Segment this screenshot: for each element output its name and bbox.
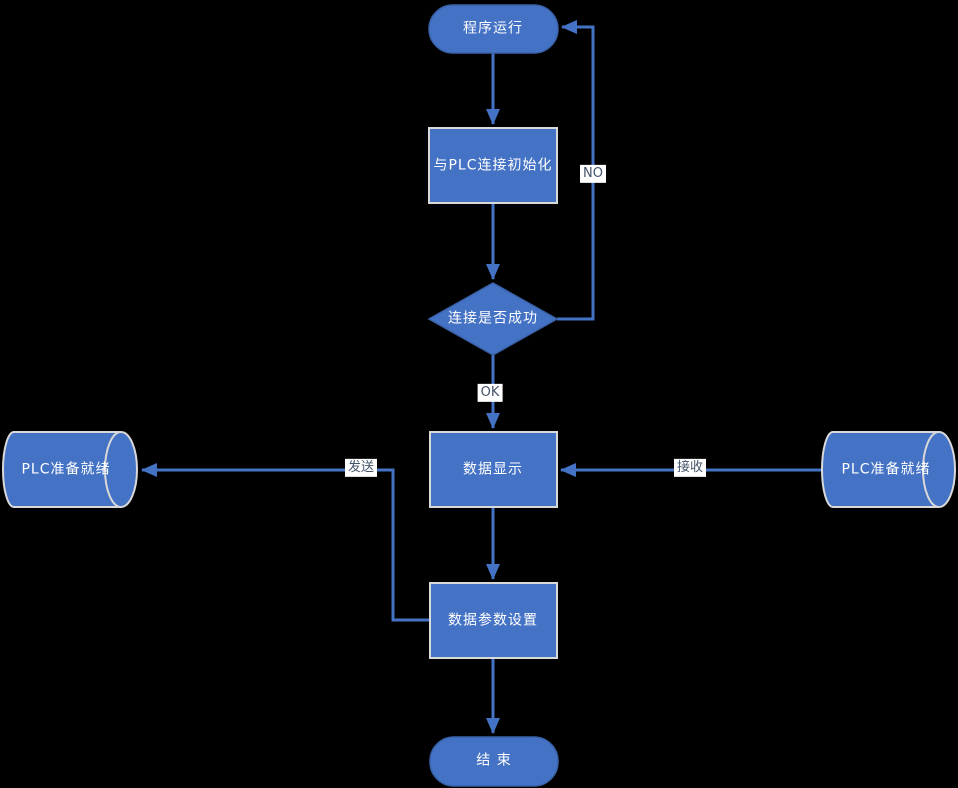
node-plc-left-label: PLC准备就绪 [21, 461, 111, 478]
node-plc-right-datastore [821, 431, 956, 508]
node-decision-label: 连接是否成功 [448, 310, 538, 327]
edge-label-send: 发送 [344, 458, 378, 478]
edge-label-receive: 接收 [673, 458, 707, 478]
node-init-process [428, 127, 558, 204]
node-params-process [429, 582, 558, 659]
node-end-terminator [429, 736, 559, 787]
edge-params-send-to-plcleft [141, 463, 430, 622]
node-end-label: 结 束 [476, 752, 512, 769]
node-plc-right-label: PLC准备就绪 [841, 461, 931, 478]
node-start-label: 程序运行 [463, 20, 523, 37]
node-display-process [429, 431, 558, 508]
node-plc-left-datastore [2, 431, 138, 508]
node-display-label: 数据显示 [463, 461, 523, 478]
edge-label-ok: OK [477, 383, 503, 403]
node-params-label: 数据参数设置 [448, 612, 538, 629]
node-decision-diamond [427, 282, 559, 356]
node-start-terminator [428, 4, 559, 54]
node-init-label: 与PLC连接初始化 [433, 157, 553, 174]
edge-label-no: NO [580, 164, 606, 184]
